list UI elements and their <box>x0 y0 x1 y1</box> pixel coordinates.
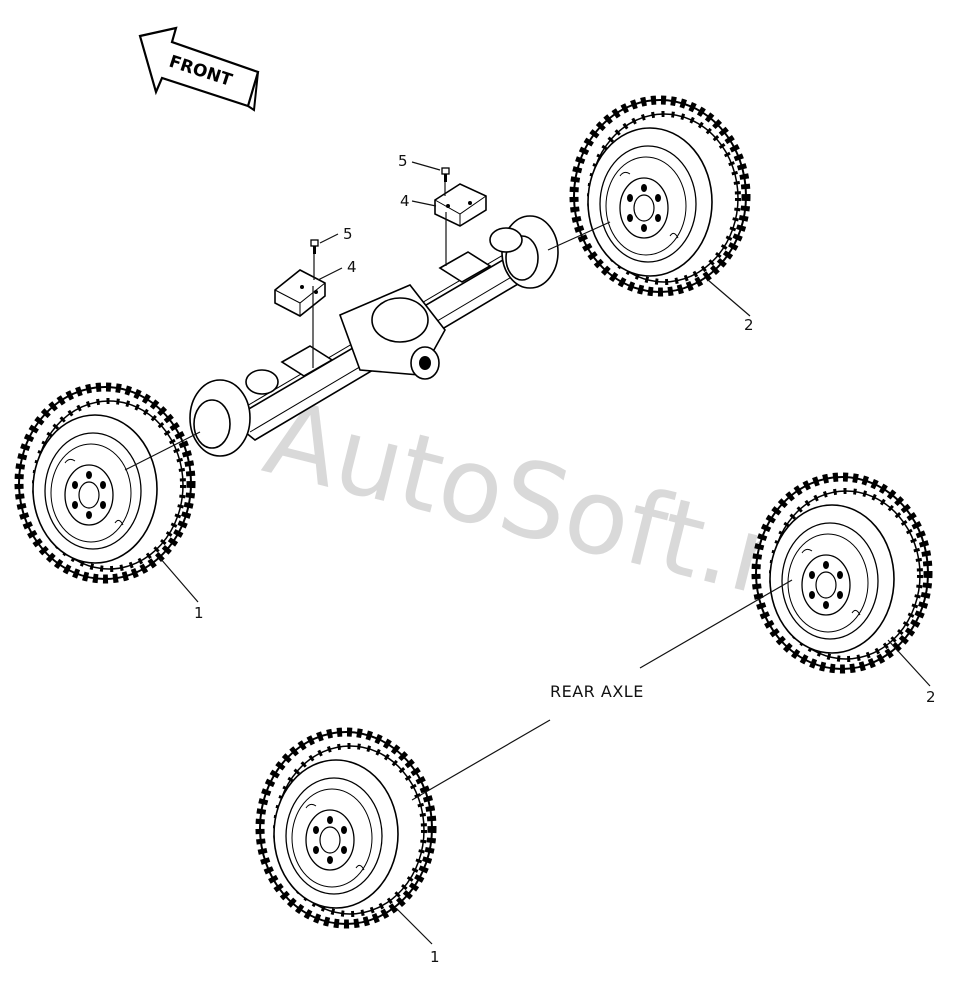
callout-cap-bolt-right: 5 <box>398 152 408 170</box>
cap-bolt-left <box>310 239 319 280</box>
callout-front-right-wheel: 2 <box>744 316 754 334</box>
wheel-rear-left <box>260 732 432 924</box>
wheel-front-left <box>19 387 191 579</box>
callout-cap-bolt-left: 5 <box>343 225 353 243</box>
callout-front-left-wheel: 1 <box>194 604 204 622</box>
callout-rear-left-wheel: 1 <box>430 948 440 966</box>
callout-cap-plate-left: 4 <box>347 258 357 276</box>
wheel-front-right <box>574 100 746 292</box>
cap-plate-left <box>274 269 326 368</box>
callout-rear-right-wheel: 2 <box>926 688 936 706</box>
axle-assembly <box>124 215 611 471</box>
wheel-rear-right <box>756 477 928 669</box>
callout-cap-plate-right: 4 <box>400 192 410 210</box>
cap-bolt-right <box>441 167 450 196</box>
leader-lines <box>159 161 931 945</box>
front-direction-arrow: FRONT <box>138 26 260 112</box>
rear-axle-label: REAR AXLE <box>550 682 644 701</box>
cap-plate-right <box>434 183 487 266</box>
